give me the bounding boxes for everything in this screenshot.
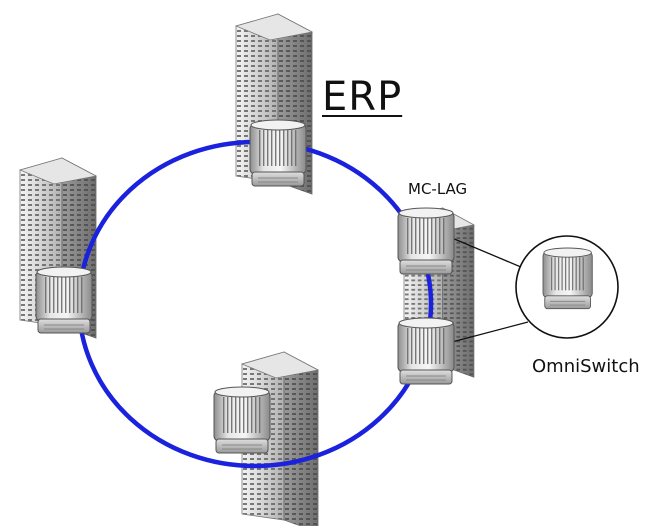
switch-icon — [249, 119, 307, 187]
switch-icon — [542, 247, 593, 310]
link-upper — [451, 237, 529, 271]
switch-icon — [213, 386, 271, 454]
mc-lag-label: MC-LAG — [408, 180, 468, 198]
link-lower — [451, 321, 529, 343]
switch-mc-lag-lower — [397, 317, 455, 385]
switch-icon — [397, 317, 455, 385]
switch-mc-lag-upper — [397, 207, 455, 275]
switch-left — [35, 266, 93, 334]
omniswitch-label: OmniSwitch — [532, 356, 640, 377]
switch-icon — [397, 207, 455, 275]
switch-bottom — [213, 386, 271, 454]
switch-top — [249, 119, 307, 187]
switch-icon — [35, 266, 93, 334]
erp-title: ERP — [322, 74, 403, 120]
switch-omniswitch — [542, 247, 593, 310]
